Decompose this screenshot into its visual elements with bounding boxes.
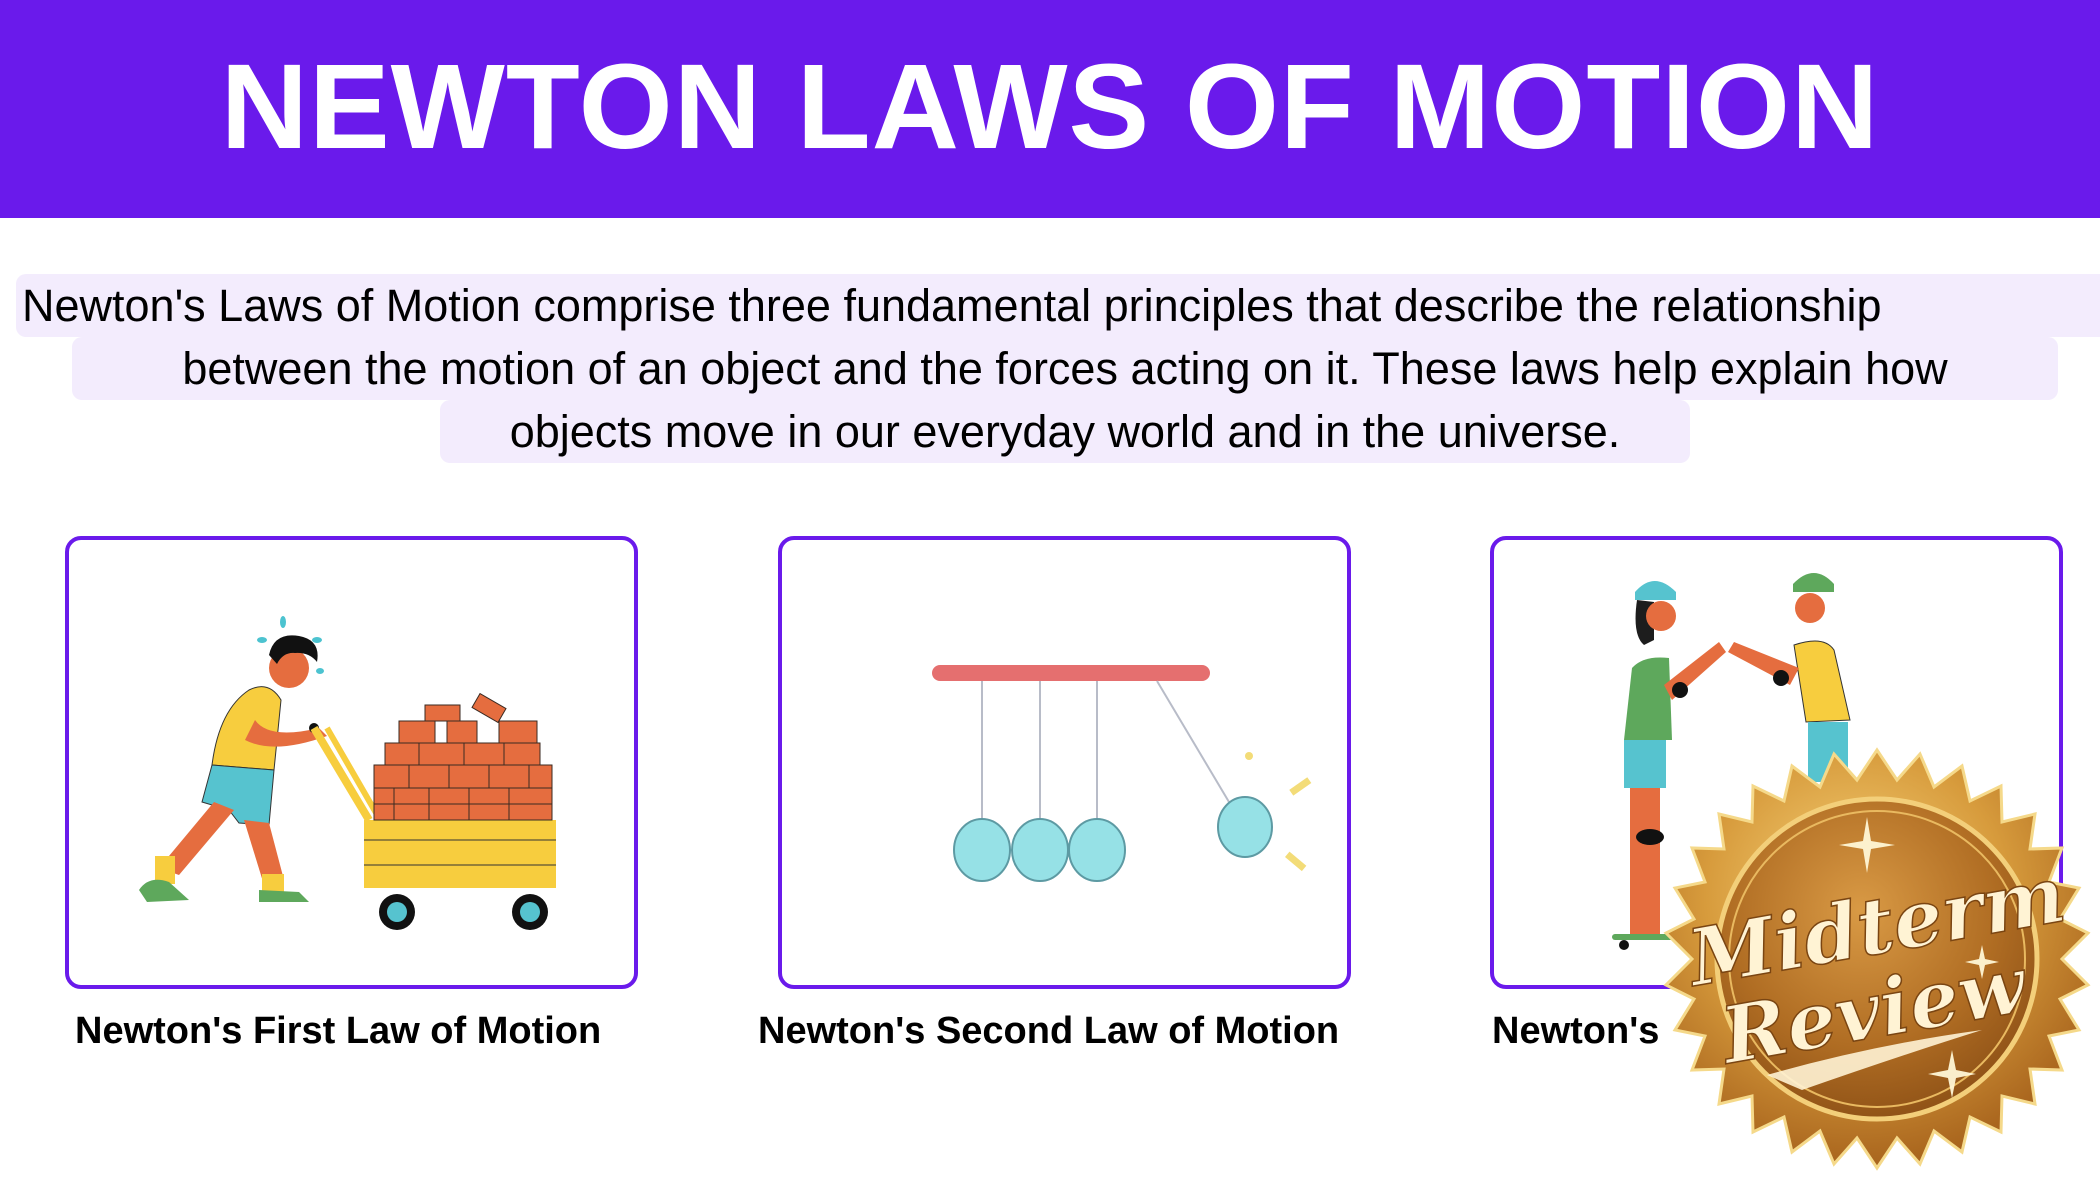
intro-line-1: Newton's Laws of Motion comprise three f… (16, 274, 2100, 337)
intro-line-2: between the motion of an object and the … (72, 337, 2058, 400)
caption-second-law: Newton's Second Law of Motion (758, 1010, 1340, 1052)
card-second-law[interactable] (778, 536, 1351, 989)
card-first-law[interactable] (65, 536, 638, 989)
title-banner: NEWTON LAWS OF MOTION (0, 0, 2100, 218)
intro-line-3: objects move in our everyday world and i… (440, 400, 1690, 463)
man-pushing-brick-cart-illustration (139, 616, 556, 930)
page-title: NEWTON LAWS OF MOTION (220, 38, 1880, 174)
skaters-high-five-illustration (1612, 573, 1851, 950)
midterm-review-badge: Midterm Review (1652, 745, 2100, 1175)
newtons-cradle-illustration (932, 665, 1312, 882)
caption-first-law: Newton's First Law of Motion (75, 1010, 602, 1052)
gold-seal-badge-icon: Midterm Review (1663, 747, 2091, 1171)
caption-third-law: Newton's (1492, 1010, 1660, 1052)
